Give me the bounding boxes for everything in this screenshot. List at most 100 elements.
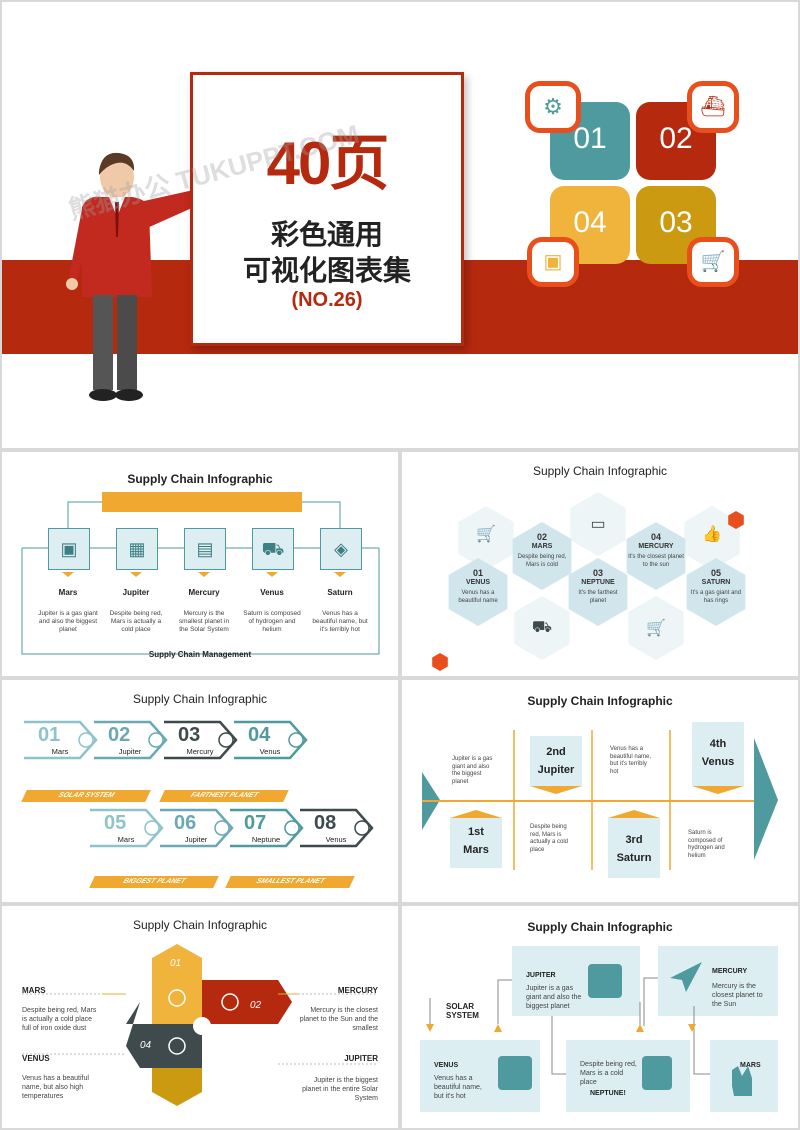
hex-desc: Venus has a beautiful name bbox=[458, 590, 498, 604]
row1-num: 01 bbox=[38, 724, 61, 746]
mars-heading: MARS bbox=[22, 986, 46, 995]
gear-icon: ⚙ bbox=[530, 86, 576, 128]
ship-icon: ⛴ bbox=[692, 86, 734, 128]
hex-venus bbox=[448, 558, 508, 626]
hex-name: MERCURY bbox=[638, 543, 674, 550]
pin-num-02: 02 bbox=[250, 1000, 262, 1011]
row1-chevron bbox=[24, 720, 98, 760]
timeline-planet: Venus bbox=[701, 756, 735, 768]
jupiter-desc: Jupiter is the biggest planet in the ent… bbox=[302, 1077, 378, 1102]
slide-title: Supply Chain Infographic bbox=[527, 694, 673, 708]
row1-name: Mars bbox=[51, 747, 69, 756]
tag-banner: BIGGEST PLANET bbox=[89, 876, 219, 888]
timeline-planet: Saturn bbox=[616, 852, 652, 864]
venus-desc: Venus has a beautiful name, but it's hot bbox=[434, 1075, 482, 1100]
item-name: Mercury bbox=[188, 588, 220, 597]
hex-accent-red bbox=[728, 511, 744, 529]
hex-shop bbox=[628, 596, 684, 660]
hex-money bbox=[570, 492, 626, 556]
timeline-rank: 2nd bbox=[546, 746, 566, 758]
pin-num-03: 03 bbox=[222, 1082, 234, 1093]
timeline-rank: 3rd bbox=[625, 834, 643, 846]
cover-slide: 40页 彩色通用 可视化图表集 (NO.26) 熊猫办公 TUKUPPT.COM… bbox=[2, 2, 798, 448]
orange-header-bar bbox=[102, 492, 302, 512]
hex-desc: It's the closest planet to the sun bbox=[628, 554, 684, 568]
chevron-node-icon bbox=[288, 732, 304, 748]
mercury-heading: MERCURY bbox=[337, 986, 378, 995]
hex-truck bbox=[514, 596, 570, 660]
item-pointer bbox=[62, 572, 74, 577]
hex-num: 03 bbox=[592, 568, 603, 578]
item-pointer bbox=[266, 572, 278, 577]
item-name: Jupiter bbox=[122, 588, 150, 597]
slide-supply-chain-5: Supply Chain Infographic 01 02 03 04 MAR… bbox=[2, 906, 398, 1128]
hex-num: 01 bbox=[472, 568, 483, 578]
hex-num: 02 bbox=[536, 532, 547, 542]
row2-name: Neptune bbox=[251, 835, 281, 844]
row2-num: 07 bbox=[244, 812, 267, 834]
slide-supply-chain-4: Supply Chain Infographic Jupiter is a ga… bbox=[402, 680, 798, 902]
cover-tile-04-label: 04 bbox=[573, 206, 607, 239]
item-name: Saturn bbox=[327, 588, 353, 597]
item-desc: Venus has a beautiful name, but it's ter… bbox=[312, 610, 368, 633]
connector-lines bbox=[21, 501, 380, 655]
tag-banner: SMALLEST PLANET bbox=[225, 876, 355, 888]
row2-name: Venus bbox=[325, 835, 347, 844]
hex-accent-red-2 bbox=[432, 653, 448, 671]
row1-chevron bbox=[94, 720, 168, 760]
jupiter-desc: Jupiter is a gas giant and also the bigg… bbox=[526, 985, 582, 1010]
timeline-rank: 1st bbox=[468, 826, 484, 838]
shopping-cart-icon: 🛒 bbox=[646, 620, 666, 637]
chevron-node-icon bbox=[78, 732, 94, 748]
hex-mercury bbox=[626, 522, 686, 590]
row1-num: 03 bbox=[178, 724, 201, 746]
neptune-desc: Despite being red, Mars is a cold place bbox=[580, 1061, 637, 1086]
mars-heading: MARS bbox=[740, 1062, 761, 1069]
tag-banner: FARTHEST PLANET bbox=[159, 790, 289, 802]
row1-num: 04 bbox=[248, 724, 271, 746]
row1-chevron bbox=[234, 720, 308, 760]
row2-num: 08 bbox=[314, 812, 337, 834]
hex-desc: It's a gas giant and has rings bbox=[690, 590, 742, 604]
hex-cart bbox=[458, 506, 514, 570]
cover-title-line1: 彩色通用 bbox=[270, 219, 383, 250]
cover-title-card: 40页 彩色通用 可视化图表集 (NO.26) bbox=[190, 72, 464, 346]
cart-icon: 🛒 bbox=[692, 242, 734, 282]
timeline-planet: Mars bbox=[463, 844, 489, 856]
mercury-heading: MERCURY bbox=[712, 968, 748, 975]
truck-icon: ⛟ bbox=[531, 619, 553, 636]
slide-title: Supply Chain Infographic bbox=[127, 472, 273, 486]
timeline-desc: Despite being red, Mars is actually a co… bbox=[530, 824, 569, 853]
cover-tile-01-label: 01 bbox=[573, 122, 607, 155]
row2-chevron bbox=[160, 808, 234, 848]
hex-num: 05 bbox=[710, 568, 721, 578]
timeline-rank: 4th bbox=[709, 738, 727, 750]
row1-chevron bbox=[164, 720, 238, 760]
item-desc: Despite being red, Mars is actually a co… bbox=[109, 610, 163, 633]
money-icon: ▭ bbox=[590, 516, 606, 533]
hex-grid bbox=[432, 492, 746, 671]
pin-num-04: 04 bbox=[140, 1040, 152, 1051]
item-icon-box-1: ▦ bbox=[116, 528, 158, 570]
hex-name: NEPTUNE bbox=[581, 579, 615, 586]
item-desc: Saturn is composed of hydrogen and heliu… bbox=[243, 610, 301, 633]
mercury-desc: Mercury is the closest planet to the Sun bbox=[712, 983, 763, 1008]
slide-title: Supply Chain Infographic bbox=[132, 918, 268, 932]
chevron-node-icon bbox=[284, 820, 300, 836]
arrow-chain bbox=[24, 720, 374, 848]
row2-num: 05 bbox=[104, 812, 127, 834]
neptune-heading: NEPTUNE! bbox=[590, 1090, 626, 1097]
hex-name: VENUS bbox=[465, 579, 491, 586]
venus-heading: VENUS bbox=[22, 1054, 50, 1063]
row2-name: Mars bbox=[117, 835, 135, 844]
chevron-node-icon bbox=[218, 732, 234, 748]
cover-big-number: 40页 bbox=[266, 130, 390, 197]
chevron-node-icon bbox=[354, 820, 370, 836]
cart-icon: 🛒 bbox=[476, 526, 496, 543]
timeline-planet: Jupiter bbox=[537, 764, 575, 776]
chevron-node-icon bbox=[148, 732, 164, 748]
row2-chevron bbox=[90, 808, 164, 848]
